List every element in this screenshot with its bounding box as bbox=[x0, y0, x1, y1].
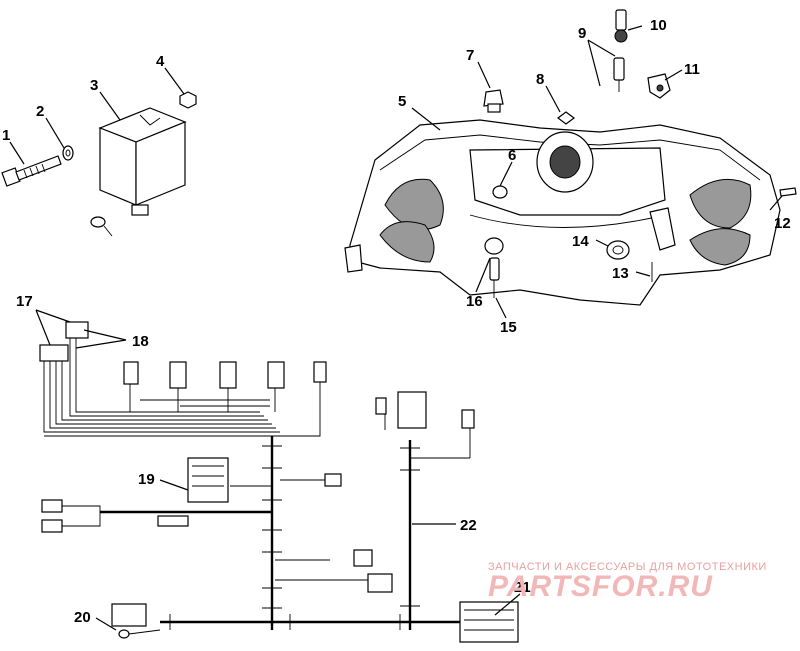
callout-21: 21 bbox=[514, 579, 531, 596]
dash-housing-part bbox=[344, 119, 781, 306]
bulb-9-part bbox=[613, 57, 625, 92]
callout-19: 19 bbox=[138, 471, 155, 488]
bulb-15-part bbox=[489, 257, 500, 298]
grommet-16-part bbox=[484, 237, 504, 255]
callout-8: 8 bbox=[536, 71, 544, 88]
callout-labels: 1 2 3 4 5 6 7 8 9 10 11 12 13 14 15 16 1… bbox=[2, 17, 791, 626]
watermark-logo: PARTSFOR.RU bbox=[488, 570, 713, 603]
callout-3: 3 bbox=[90, 77, 98, 94]
callout-5: 5 bbox=[398, 93, 406, 110]
callout-6: 6 bbox=[508, 147, 516, 164]
callout-4: 4 bbox=[156, 53, 165, 70]
watermark-tagline: ЗАПЧАСТИ И АКСЕССУАРЫ ДЛЯ МОТОТЕХНИКИ bbox=[488, 561, 767, 573]
callout-14: 14 bbox=[572, 233, 589, 250]
screw-12-part bbox=[779, 187, 797, 197]
bulb-socket-7-part bbox=[483, 89, 504, 113]
nut-part bbox=[179, 91, 197, 109]
watermark: ЗАПЧАСТИ И АКСЕССУАРЫ ДЛЯ МОТОТЕХНИКИ PA… bbox=[488, 561, 767, 603]
callout-11: 11 bbox=[684, 61, 700, 78]
ring-terminal-part bbox=[90, 216, 113, 237]
clip-8-part bbox=[557, 111, 575, 125]
leader-lines bbox=[9, 25, 783, 631]
callout-9: 9 bbox=[578, 25, 586, 42]
callout-13: 13 bbox=[612, 265, 629, 282]
bracket-11-part bbox=[647, 73, 671, 99]
callout-2: 2 bbox=[36, 103, 44, 120]
callout-1: 1 bbox=[2, 127, 10, 144]
bolt-part bbox=[1, 155, 62, 187]
callout-15: 15 bbox=[500, 319, 517, 336]
washer-part bbox=[62, 145, 74, 161]
callout-12: 12 bbox=[774, 215, 791, 232]
grommet-14-part bbox=[606, 240, 630, 260]
callout-10: 10 bbox=[650, 17, 667, 34]
callout-17: 17 bbox=[16, 293, 33, 310]
callout-22: 22 bbox=[460, 517, 477, 534]
bulb-10-part bbox=[614, 9, 628, 43]
callout-18: 18 bbox=[132, 333, 149, 350]
callout-20: 20 bbox=[74, 609, 91, 626]
callout-16: 16 bbox=[466, 293, 483, 310]
main-harness-part bbox=[41, 391, 519, 643]
upper-harness-part bbox=[39, 321, 327, 437]
callout-7: 7 bbox=[466, 47, 474, 64]
cdi-module-part bbox=[98, 107, 187, 216]
